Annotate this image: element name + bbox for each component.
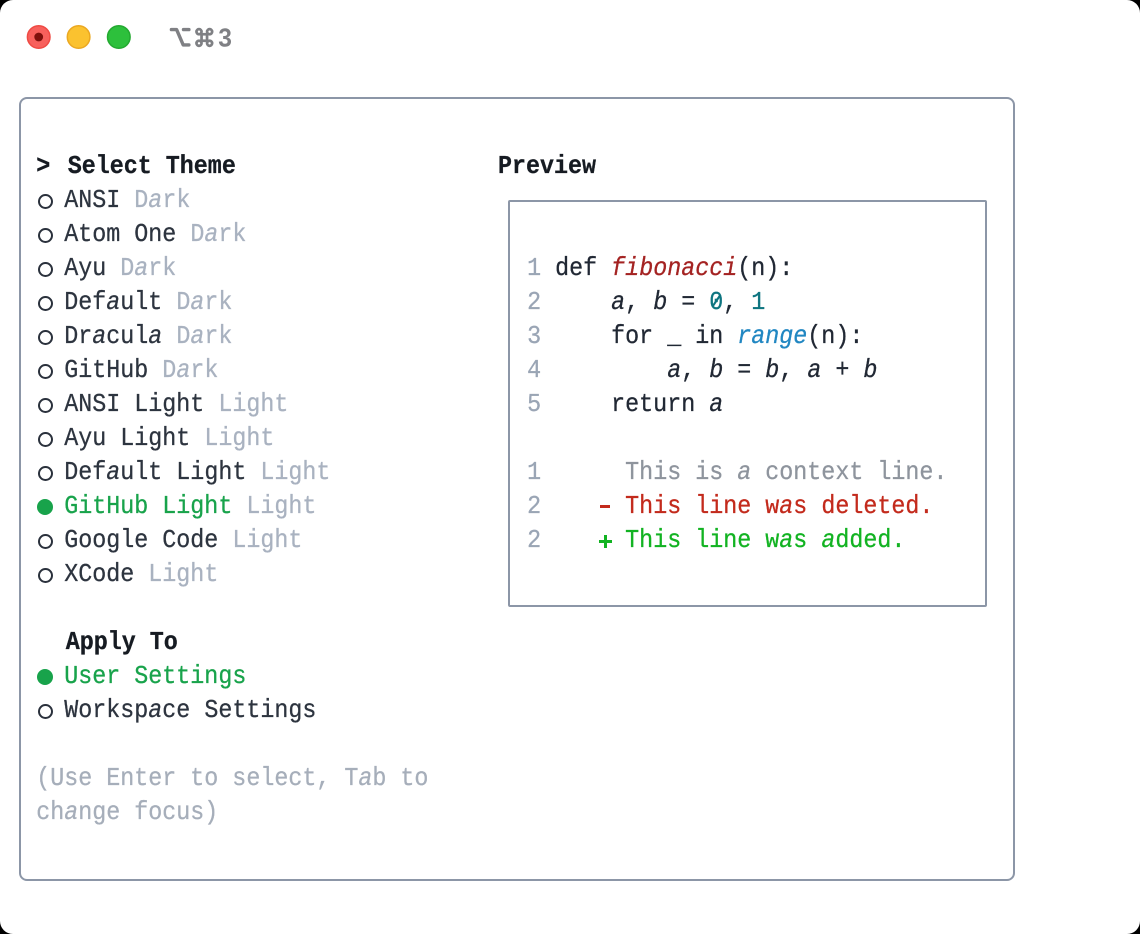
- svg-text:3: 3: [218, 25, 233, 55]
